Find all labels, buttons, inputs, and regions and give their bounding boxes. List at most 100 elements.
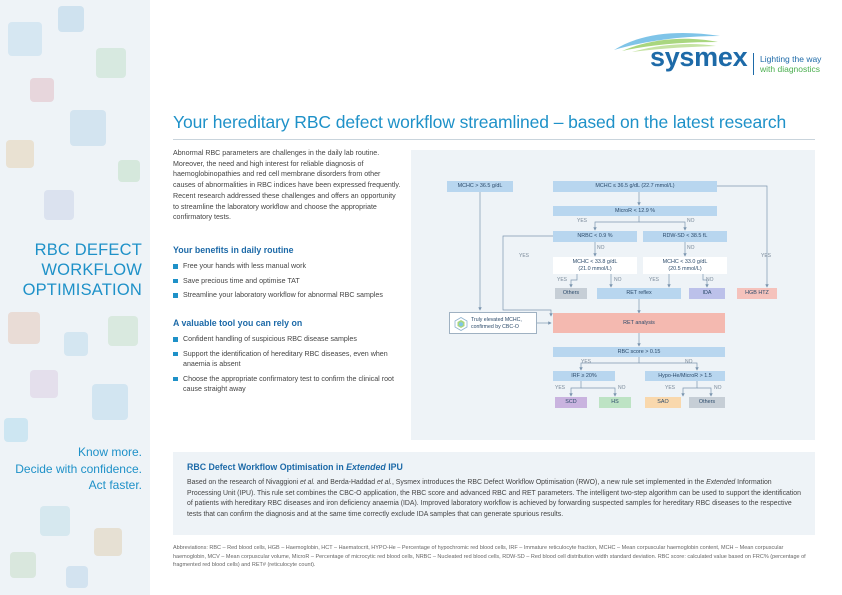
- decor-square: [8, 312, 40, 344]
- edge-label-no: NO: [687, 245, 695, 251]
- list-item-text: Free your hands with less manual work: [183, 262, 307, 270]
- logo-tagline-1: Lighting the way: [760, 54, 822, 64]
- ipu-body-part: Information Processing Unit (IPU). This …: [187, 479, 801, 518]
- ipu-body-part: et al.: [377, 479, 392, 486]
- list-item: Choose the appropriate confirmatory test…: [173, 374, 405, 395]
- list-item-text: Streamline your laboratory workflow for …: [183, 291, 383, 299]
- edge-label-yes: YES: [665, 385, 676, 391]
- node-mchc-b: MCHC < 33.0 g/dL (20.5 mmol/L): [643, 257, 727, 274]
- left-decorative-panel: RBC DEFECT WORKFLOW OPTIMISATION Know mo…: [0, 0, 150, 595]
- node-irf: IRF ≥ 20%: [553, 371, 615, 381]
- decor-square: [108, 316, 138, 346]
- side-title-line: RBC DEFECT: [34, 241, 142, 259]
- ipu-body-part: Extended: [706, 479, 736, 486]
- logo-wordmark: sysmex: [650, 42, 748, 72]
- side-tagline-line: Act faster.: [88, 478, 142, 492]
- node-ret-analysis: RET analysis: [553, 313, 725, 333]
- edge-label-no: NO: [685, 359, 693, 365]
- side-tagline-line: Know more.: [77, 445, 142, 459]
- logo-swoosh-icon: [614, 32, 720, 52]
- cbco-analyser-icon: [454, 317, 468, 331]
- intro-paragraph: Abnormal RBC parameters are challenges i…: [173, 149, 401, 222]
- decor-square: [8, 22, 42, 56]
- ipu-body-part: and Berda-Haddad: [314, 479, 378, 486]
- flowchart-connectors: [478, 185, 769, 397]
- cbco-text-line: confirmed by CBC-O: [471, 323, 519, 330]
- sysmex-logo: sysmex Lighting the way with diagnostics: [612, 30, 822, 78]
- node-hs: HS: [599, 397, 631, 408]
- decor-square: [92, 384, 128, 420]
- tool-heading: A valuable tool you can rely on: [173, 318, 303, 328]
- edge-label-no: NO: [687, 218, 695, 224]
- edge-label-yes: YES: [761, 253, 772, 259]
- benefits-list: Free your hands with less manual work Sa…: [173, 261, 405, 305]
- bullet-icon: [173, 351, 178, 356]
- page-title: Your hereditary RBC defect workflow stre…: [173, 112, 787, 132]
- side-title-line: WORKFLOW: [41, 261, 142, 279]
- edge-label-yes: YES: [649, 277, 660, 283]
- tool-list: Confident handling of suspicious RBC dis…: [173, 334, 405, 399]
- node-cbco: Truly elevated MCHC, confirmed by CBC-O: [449, 312, 537, 334]
- benefits-heading: Your benefits in daily routine: [173, 245, 294, 255]
- node-mchc-b-line: MCHC < 33.0 g/dL: [662, 259, 708, 266]
- node-mchc-a: MCHC < 33.8 g/dL (21.0 mmol/L): [553, 257, 637, 274]
- node-sao: SAO: [645, 397, 681, 408]
- logo-tagline-2: with diagnostics: [760, 64, 821, 74]
- list-item: Free your hands with less manual work: [173, 261, 405, 272]
- bullet-icon: [173, 293, 178, 298]
- workflow-flowchart: MCHC > 36.5 g/dL MCHC ≤ 36.5 g/dL (22.7 …: [411, 150, 815, 440]
- cbco-text-line: Truly elevated MCHC,: [471, 317, 522, 323]
- ipu-info-box: RBC Defect Workflow Optimisation in Exte…: [173, 452, 815, 535]
- edge-label-no: NO: [597, 245, 605, 251]
- node-hypo: Hypo-He/MicroR > 1.5: [645, 371, 725, 381]
- list-item: Streamline your laboratory workflow for …: [173, 290, 405, 301]
- bullet-icon: [173, 337, 178, 342]
- node-ida: IDA: [689, 288, 725, 299]
- list-item-text: Save precious time and optimise TAT: [183, 276, 300, 285]
- node-micror: MicroR < 12.9 %: [553, 206, 717, 216]
- bullet-icon: [173, 264, 178, 269]
- decor-square: [58, 6, 84, 32]
- list-item-text: Support the identification of hereditary…: [183, 349, 388, 369]
- ipu-body-part: Based on the research of Nivaggioni: [187, 479, 300, 486]
- edge-label-no: NO: [614, 277, 622, 283]
- abbreviations-footnote: Abbreviations: RBC – Red blood cells, HG…: [173, 545, 806, 569]
- edge-label-yes: YES: [581, 359, 592, 365]
- decor-square: [30, 370, 58, 398]
- decor-square: [66, 566, 88, 588]
- ipu-title-part: IPU: [385, 462, 403, 472]
- side-tagline-line: Decide with confidence.: [15, 461, 142, 476]
- side-tagline: Know more. Decide with confidence. Act f…: [0, 444, 142, 494]
- side-title-line: OPTIMISATION: [22, 281, 142, 299]
- node-others-2: Others: [689, 397, 725, 408]
- logo-divider: [753, 53, 754, 75]
- node-nrbc: NRBC < 0.9 %: [553, 231, 637, 242]
- bullet-icon: [173, 278, 178, 283]
- edge-label-no: NO: [706, 277, 714, 283]
- edge-label-yes: YES: [555, 385, 566, 391]
- edge-label-yes: YES: [577, 218, 588, 224]
- node-mchc-a-line: (21.0 mmol/L): [578, 265, 612, 272]
- node-mchc-a-line: MCHC < 33.8 g/dL: [572, 259, 618, 266]
- decor-square: [30, 78, 54, 102]
- decor-square: [94, 528, 122, 556]
- node-rbc-score: RBC score > 0.15: [553, 347, 725, 357]
- decor-square: [44, 190, 74, 220]
- bullet-icon: [173, 376, 178, 381]
- decor-square: [10, 552, 36, 578]
- node-mchc-b-line: (20.5 mmol/L): [668, 265, 702, 272]
- decor-square: [96, 48, 126, 78]
- node-scd: SCD: [555, 397, 587, 408]
- edge-label-no: NO: [618, 385, 626, 391]
- list-item-text: Confident handling of suspicious RBC dis…: [183, 335, 357, 343]
- node-hgb-htz: HGB HTZ: [737, 288, 777, 299]
- ipu-body: Based on the research of Nivaggioni et a…: [187, 478, 807, 520]
- node-rdwsd: RDW-SD < 38.5 fL: [643, 231, 727, 242]
- decor-square: [40, 506, 70, 536]
- headline-divider: [173, 139, 815, 140]
- decor-square: [118, 160, 140, 182]
- edge-label-no: NO: [714, 385, 722, 391]
- decor-square: [4, 418, 28, 442]
- edge-label-yes: YES: [557, 277, 568, 283]
- list-item: Save precious time and optimise TAT: [173, 276, 405, 287]
